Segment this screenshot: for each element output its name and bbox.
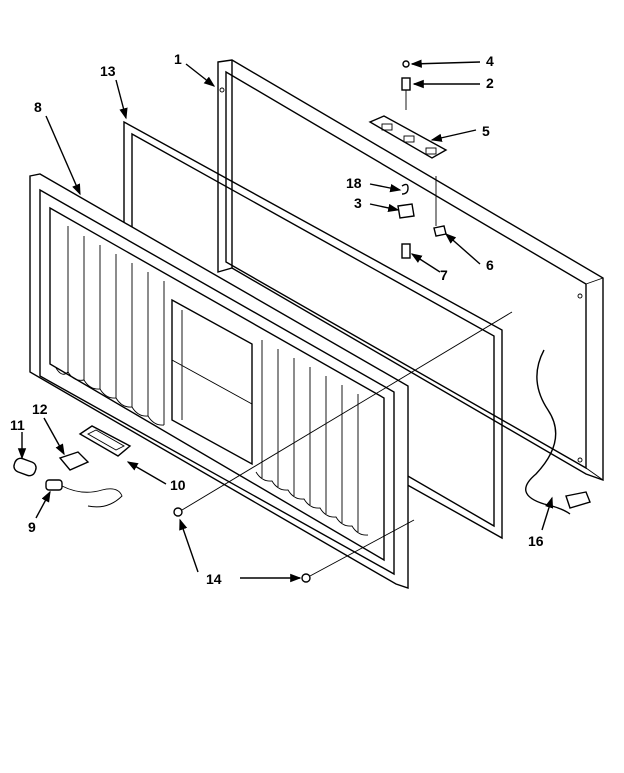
- callout-8: 8: [34, 99, 42, 115]
- callout-18: 18: [346, 175, 362, 191]
- callout-5: 5: [482, 123, 490, 139]
- screws: [173, 507, 311, 583]
- callout-2: 2: [486, 75, 494, 91]
- light-shield: [78, 425, 132, 457]
- door-liner: [29, 173, 409, 589]
- light-socket-assembly: [13, 451, 123, 508]
- callout-12: 12: [32, 401, 48, 417]
- callout-11: 11: [10, 417, 25, 433]
- callout-4: 4: [486, 53, 494, 69]
- latch-hardware: [368, 60, 448, 259]
- callout-labels: 1 13 8 4 2 5 18 3 6 7 10 12 11 9 14 16: [10, 51, 544, 587]
- callout-1: 1: [174, 51, 182, 67]
- callout-14: 14: [206, 571, 222, 587]
- callout-6: 6: [486, 257, 494, 273]
- callout-9: 9: [28, 519, 36, 535]
- leader-lines: [17, 59, 554, 583]
- door-outer-panel: [217, 59, 604, 481]
- callout-3: 3: [354, 195, 362, 211]
- callout-10: 10: [170, 477, 186, 493]
- callout-13: 13: [100, 63, 116, 79]
- assembly-line: [309, 519, 415, 577]
- callout-7: 7: [440, 267, 448, 283]
- callout-16: 16: [528, 533, 544, 549]
- assembly-line: [181, 311, 513, 511]
